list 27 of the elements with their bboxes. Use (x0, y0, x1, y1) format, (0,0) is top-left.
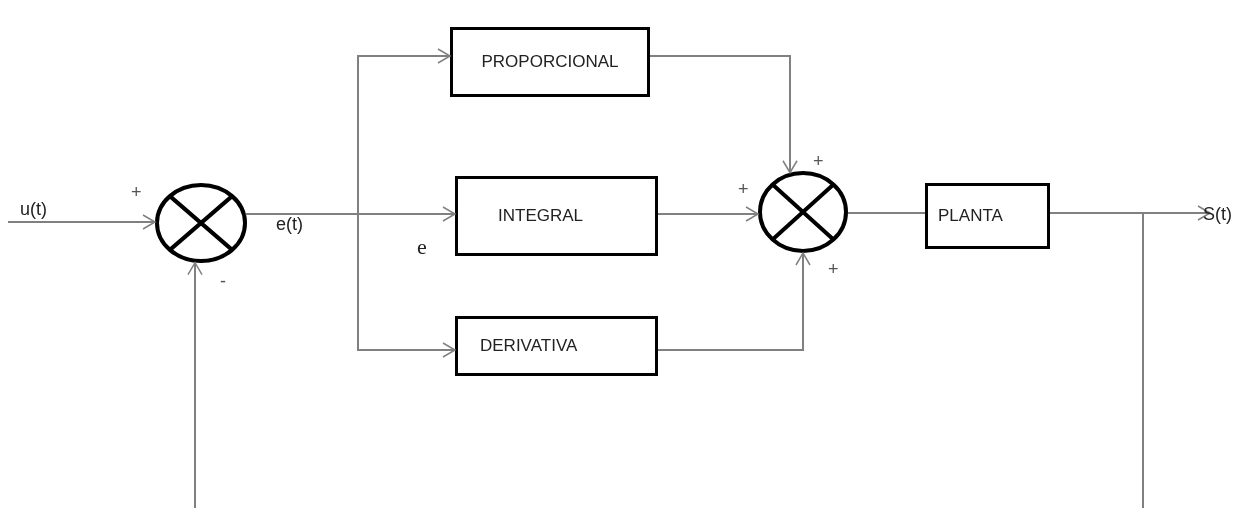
block-label: INTEGRAL (498, 206, 584, 226)
block-box (455, 176, 658, 256)
signal-label: u(t) (20, 200, 47, 218)
block-label: DERIVATIVA (480, 336, 578, 356)
block-box (450, 27, 650, 97)
signal-label: S(t) (1203, 205, 1232, 223)
sign-label: + (813, 152, 824, 170)
signal-label: e(t) (276, 215, 303, 233)
connector-line (1049, 212, 1144, 214)
block-label: PLANTA (938, 206, 1003, 226)
summing-junction (758, 171, 848, 253)
sign-label: + (828, 260, 839, 278)
arrow (657, 252, 811, 351)
sign-label: + (738, 180, 749, 198)
arrow (7, 214, 156, 230)
arrow (649, 55, 798, 174)
connector-line (847, 212, 926, 214)
summing-junction (155, 183, 247, 263)
block-box (455, 316, 658, 376)
signal-label: e (417, 236, 427, 258)
sign-label: + (131, 183, 142, 201)
arrow (187, 212, 1144, 508)
block-box (925, 183, 1050, 249)
sign-label: - (220, 272, 226, 290)
arrow (657, 206, 760, 222)
block-label: PROPORCIONAL (481, 52, 619, 72)
arrow (1142, 205, 1211, 221)
